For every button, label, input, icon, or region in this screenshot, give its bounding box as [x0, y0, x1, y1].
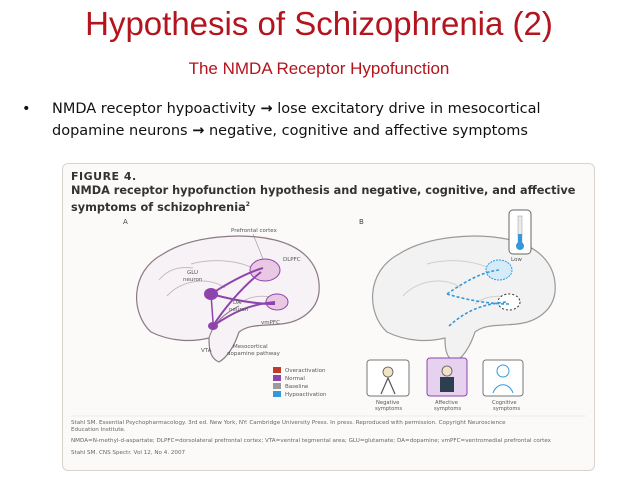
legend-label-normal: Normal: [285, 376, 305, 382]
label-da-neuron-line1: DA: [233, 300, 241, 306]
panel-a-letter: A: [123, 218, 128, 226]
brain-b: [371, 209, 556, 363]
legend-label-baseline: Baseline: [285, 384, 309, 390]
brain-a-folds: [158, 260, 286, 305]
panel-b-letter: B: [359, 218, 364, 226]
label-thermometer: Low: [511, 257, 522, 263]
legend-swatch-hypoactivation: [273, 391, 281, 397]
label-glu-neuron-line2: neuron: [183, 277, 203, 283]
slide-title: Hypothesis of Schizophrenia (2): [85, 5, 553, 42]
leader-prefrontal: [252, 233, 264, 260]
vmpfc-region-b: [497, 293, 521, 311]
brainstem-a: [208, 305, 240, 339]
cognitive-symptom-box: [482, 359, 524, 397]
brain-a: [135, 235, 320, 363]
figure-title-line2: symptoms of schizophrenia: [71, 200, 246, 214]
figure-caption-source: Stahl SM. Essential Psychopharmacology. …: [71, 420, 586, 434]
symptom-label-cognitive-line1: Cognitive: [492, 400, 517, 406]
negative-symptom-figure-icon: [382, 366, 394, 378]
label-prefrontal-cortex: Prefrontal cortex: [231, 228, 278, 234]
legend-label-hypoactivation: Hypoactivation: [285, 392, 327, 398]
figure-title: NMDA receptor hypofunction hypothesis an…: [71, 184, 586, 215]
bullet-line2-part2: negative, cognitive and affective sympto…: [208, 123, 528, 139]
figure-caption-citation: Stahl SM. CNS Spectr. Vol 12, No 4. 2007: [71, 450, 186, 456]
hypoactive-pathway-b: [446, 269, 510, 327]
slide-subtitle: The NMDA Receptor Hypofunction: [188, 59, 450, 78]
arrow-icon: →: [260, 101, 273, 117]
caption-line2: Education Institute.: [71, 427, 126, 433]
figure-panel: FIGURE 4. NMDA receptor hypofunction hyp…: [62, 163, 595, 471]
symptom-label-negative-line1: Negative: [376, 400, 399, 406]
legend-swatch-normal: [273, 375, 281, 381]
symptom-negative: Negative symptoms: [366, 359, 410, 412]
symptom-label-negative-line2: symptoms: [375, 406, 402, 412]
symptom-affective: Affective symptoms: [426, 357, 468, 412]
mesocortical-pathway-a: [210, 267, 276, 327]
legend-label-overactivation: Overactivation: [285, 368, 326, 374]
label-vmpfc: vmPFC: [261, 320, 280, 326]
bullet-line1-part2: lose excitatory drive in mesocortical: [277, 101, 541, 117]
affective-symptom-face-icon: [441, 365, 453, 377]
symptom-label-affective-line2: symptoms: [434, 406, 461, 412]
negative-symptom-body-icon: [380, 376, 396, 395]
figure-header: FIGURE 4. NMDA receptor hypofunction hyp…: [71, 170, 586, 215]
figure-label: FIGURE 4.: [71, 170, 137, 183]
cognitive-symptom-face-icon: [496, 364, 510, 378]
label-vta: VTA: [201, 348, 212, 354]
label-da-neuron-line2: neuron: [229, 307, 249, 313]
figure-title-superscript: 2: [245, 201, 250, 208]
label-mesocortical-line1: Mesocortical: [233, 344, 268, 350]
legend-swatch-overactivation: [273, 367, 281, 373]
symptom-label-affective-line1: Affective: [435, 400, 458, 406]
figure-illustration: Prefrontal cortex DLPFC GLU neuron DA ne…: [71, 209, 586, 417]
symptom-cognitive: Cognitive symptoms: [482, 359, 524, 412]
legend-swatch-baseline: [273, 383, 281, 389]
bullet-line2-part1: dopamine neurons: [52, 123, 188, 139]
label-mesocortical-line2: dopamine pathway: [227, 351, 281, 357]
affective-symptom-body-icon: [440, 377, 454, 392]
figure-caption-abbreviations: NMDA=N-methyl-d-aspartate; DLPFC=dorsola…: [71, 438, 551, 444]
vmpfc-region-a: [265, 293, 289, 311]
arrow-icon: →: [192, 123, 205, 139]
thermometer-level: [518, 234, 522, 244]
bullet-marker: •: [22, 101, 31, 117]
glu-to-da-link-a: [210, 293, 214, 323]
symptom-label-cognitive-line2: symptoms: [493, 406, 520, 412]
figure-title-line1: NMDA receptor hypofunction hypothesis an…: [71, 184, 576, 197]
label-glu-neuron-line1: GLU: [187, 270, 198, 276]
legend: Overactivation Normal Baseline Hypoactiv…: [273, 367, 327, 398]
cognitive-symptom-body-icon: [492, 384, 514, 394]
bullet-line1-part1: NMDA receptor hypoactivity: [52, 101, 256, 117]
caption-line1: Stahl SM. Essential Psychopharmacology. …: [71, 420, 506, 426]
label-dlpfc: DLPFC: [283, 257, 301, 263]
thermometer-bulb: [516, 242, 524, 250]
bullet-text: NMDA receptor hypoactivity → lose excita…: [52, 98, 627, 142]
